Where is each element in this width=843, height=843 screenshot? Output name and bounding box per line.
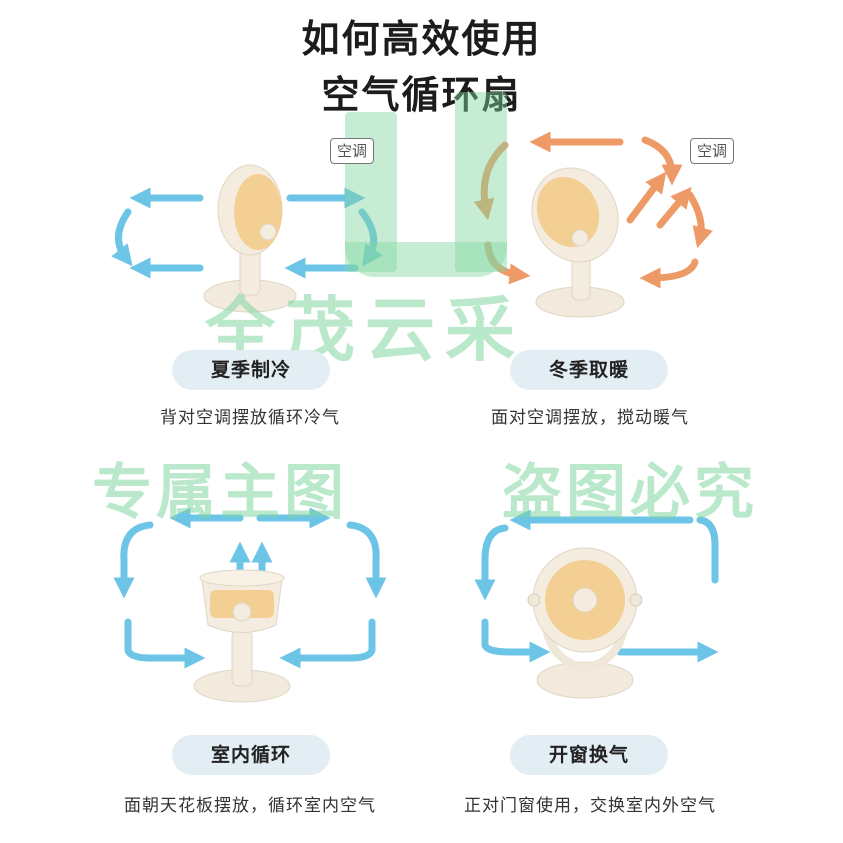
mode-desc-indoor: 面朝天花板摆放，循环室内空气 [124,796,376,816]
airflow-arrow-icon [626,171,667,224]
air-conditioner-tag: 空调 [330,138,375,164]
airflow-arrow-icon [346,521,387,599]
mode-label-summer: 夏季制冷 [172,350,330,390]
summer-airflow-arrows [111,187,383,279]
airflow-arrow-icon [473,141,509,221]
page-title-line1: 如何高效使用 [301,17,542,61]
mode-label-indoor: 室内循环 [172,735,330,775]
circulation-fan-icon [527,547,643,699]
mode-label-window: 开窗换气 [510,735,668,775]
circulation-fan-icon [531,167,625,318]
page-title-line2: 空气循环扇 [321,73,522,117]
window-airflow-arrows [474,509,719,663]
airflow-arrow-icon [113,521,154,599]
watermark-right: 盗图必究 [502,458,758,528]
airflow-arrow-icon [639,258,699,289]
airflow-arrow-icon [124,618,206,669]
airflow-arrow-icon [481,618,551,663]
watermark-logo [345,92,510,287]
circulation-fan-icon [203,164,297,313]
mode-label-winter: 冬季取暖 [510,350,668,390]
mode-desc-window: 正对门窗使用，交换室内外空气 [464,796,716,816]
airflow-arrow-icon [484,241,531,285]
airflow-arrow-icon [686,191,713,249]
airflow-arrow-icon [641,136,683,186]
mode-desc-winter: 面对空调摆放，搅动暖气 [491,408,689,428]
mode-desc-summer: 背对空调摆放循环冷气 [160,408,340,428]
airflow-arrow-icon [358,208,383,267]
circulation-fan-icon [193,569,291,703]
airflow-arrow-icon [696,516,719,584]
winter-airflow-arrows [473,131,713,289]
airflow-arrow-icon [656,186,692,229]
airflow-arrow-icon [474,524,509,601]
watermark-left: 专属主图 [92,458,348,528]
airflow-arrow-icon [111,208,133,267]
airflow-arrow-icon [279,618,376,669]
air-conditioner-tag: 空调 [690,138,735,164]
